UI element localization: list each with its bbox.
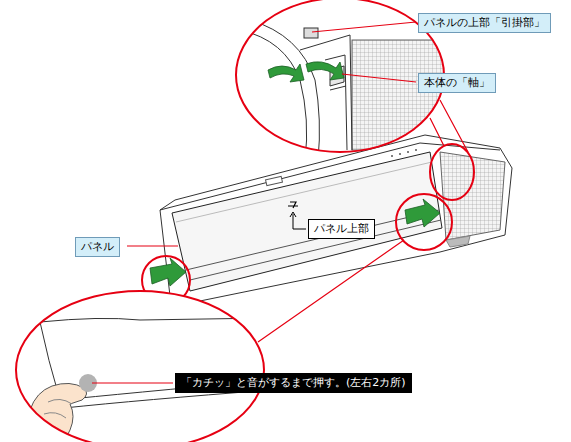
hook-part	[304, 28, 318, 38]
label-text: 「カチッ」と音がするまで押す。(左右2カ所)	[181, 376, 406, 390]
indicator-dots	[391, 149, 417, 157]
panel-shade	[176, 162, 432, 222]
push-arrow	[405, 199, 440, 227]
label-text: パネルの上部「引掛部」	[424, 16, 545, 30]
display-window	[266, 176, 283, 185]
detail-circle	[430, 144, 474, 200]
magnified-circle	[16, 291, 264, 442]
label-text: パネル	[81, 240, 114, 254]
front-panel	[172, 152, 442, 291]
finger-line	[44, 399, 72, 418]
click-detail	[16, 291, 270, 442]
label-box: パネル上部	[308, 219, 375, 239]
marker-symbol	[288, 202, 298, 208]
magnified-circle-border	[236, 0, 444, 152]
hook-arrow	[306, 62, 344, 80]
label-box: 本体の「軸」	[418, 73, 496, 93]
leader-line	[342, 74, 416, 82]
label-box: パネル	[75, 237, 120, 257]
unit-body	[160, 135, 512, 302]
marker-arrow	[290, 212, 296, 217]
indicator-dot	[399, 153, 401, 155]
detail-circle	[396, 194, 452, 250]
leader-line	[92, 382, 173, 383]
indoor-unit	[160, 135, 512, 302]
body-frame	[300, 35, 352, 150]
panel-edge	[250, 20, 319, 160]
indicator-dot	[407, 151, 409, 153]
hook-detail	[236, 0, 447, 160]
louver	[186, 210, 441, 280]
label-box: パネルの上部「引掛部」	[418, 13, 551, 33]
marker-leader	[293, 214, 306, 229]
panel-top-marker	[288, 202, 306, 229]
hand	[20, 383, 87, 442]
indicator-dot	[391, 155, 393, 157]
leader-lines	[92, 22, 416, 383]
panel-edge	[240, 30, 307, 160]
leader-line	[127, 245, 178, 246]
hook-arrow	[268, 64, 304, 82]
magnified-circle-border	[16, 291, 264, 442]
label-box: 「カチッ」と音がするまで押す。(左右2カ所)	[175, 373, 412, 393]
vent-slot	[446, 236, 470, 247]
body-grille	[352, 40, 447, 150]
leader-line	[312, 22, 416, 32]
label-text: パネル上部	[314, 222, 369, 236]
indicator-dot	[415, 149, 417, 151]
label-text: 本体の「軸」	[424, 76, 490, 90]
detail-link	[430, 100, 468, 152]
